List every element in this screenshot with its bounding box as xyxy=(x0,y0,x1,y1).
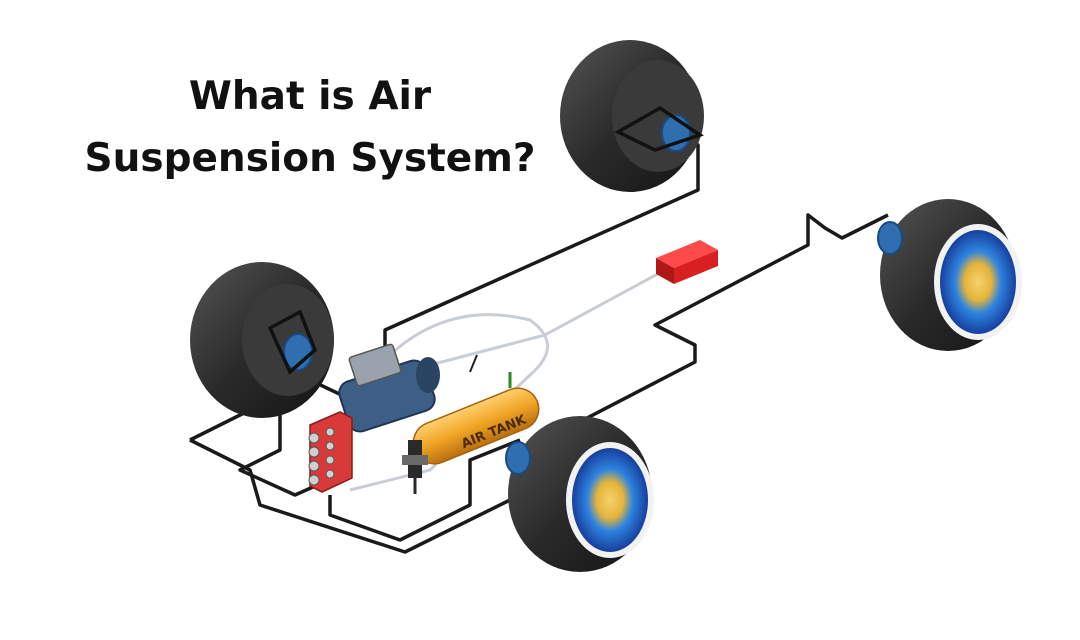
wheel-rear-left xyxy=(505,416,654,572)
air-line-valve-to-rear xyxy=(328,438,521,542)
wheel-hub xyxy=(572,448,648,552)
wheel-front-left xyxy=(190,262,334,418)
tank-loop-line xyxy=(349,313,549,492)
wheel-hub xyxy=(940,230,1016,334)
valve-fittings xyxy=(308,427,335,486)
control-arm xyxy=(267,309,318,375)
air-spring xyxy=(877,221,903,255)
wheel-rear-right xyxy=(877,199,1022,351)
valve-block xyxy=(308,411,353,493)
drain-valve xyxy=(402,440,428,494)
tire-rim xyxy=(612,60,704,172)
title-line-2: Suspension System? xyxy=(84,136,536,181)
air-spring xyxy=(505,441,531,475)
air-line-rear-right xyxy=(534,213,889,447)
title-line-1: What is Air xyxy=(188,74,432,119)
page-title: What is Air Suspension System? xyxy=(60,66,560,190)
signal-lines xyxy=(349,268,666,492)
ecu-box xyxy=(656,240,718,284)
compressor xyxy=(338,343,440,433)
pressure-sensor xyxy=(469,354,512,388)
control-arm xyxy=(614,105,704,152)
air-line-lower-loop xyxy=(189,438,511,554)
wheel-front-right xyxy=(560,40,704,192)
compressor-motor xyxy=(348,343,402,387)
compressor-cap xyxy=(416,357,440,393)
